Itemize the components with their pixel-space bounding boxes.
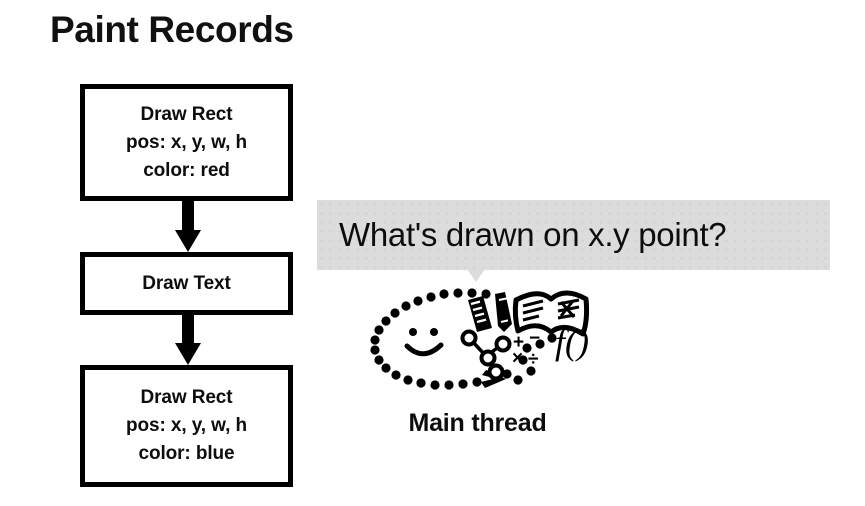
smiley-face-icon (404, 328, 444, 357)
pencil-icon (495, 292, 512, 332)
ruler-icon (468, 296, 492, 332)
svg-text:f(): f() (555, 322, 589, 362)
record-line-pos: pos: x, y, w, h (126, 131, 247, 153)
svg-text:+: + (513, 332, 524, 353)
main-thread-illustration: + − × ÷ f() (355, 282, 600, 397)
arrow-stem (182, 201, 194, 231)
open-book-icon (512, 290, 590, 337)
record-line-color: color: red (143, 159, 230, 181)
question-speech-bubble: What's drawn on x.y point? (317, 200, 830, 270)
record-line-pos: pos: x, y, w, h (126, 415, 247, 436)
arrow-head (175, 343, 201, 365)
math-symbols-icon: + − × ÷ (512, 328, 540, 370)
record-line-command: Draw Text (142, 272, 231, 294)
flow-arrow-down-1 (175, 201, 201, 252)
flow-arrow-down-2 (175, 315, 201, 365)
page-title: Paint Records (50, 9, 294, 50)
paint-record-box-draw-rect-red: Draw Rect pos: x, y, w, h color: red (80, 84, 293, 201)
paint-record-box-draw-rect-blue: Draw Rect pos: x, y, w, h color: blue (80, 365, 293, 487)
paint-record-box-draw-text: Draw Text (80, 252, 293, 315)
svg-text:÷: ÷ (528, 349, 538, 370)
record-line-command: Draw Rect (140, 387, 233, 408)
question-text: What's drawn on x.y point? (339, 216, 727, 253)
function-notation-icon: f() (555, 322, 589, 362)
svg-text:−: − (529, 328, 540, 349)
main-thread-label: Main thread (408, 409, 547, 437)
record-line-color: color: blue (138, 443, 235, 464)
record-line-command: Draw Rect (140, 103, 233, 125)
arrow-head (175, 230, 201, 252)
node-tree-icon (460, 329, 512, 381)
arrow-stem (182, 315, 194, 344)
speech-bubble-tail-icon (467, 269, 485, 282)
svg-text:×: × (512, 348, 523, 369)
dotted-ellipse-icon (370, 288, 557, 390)
